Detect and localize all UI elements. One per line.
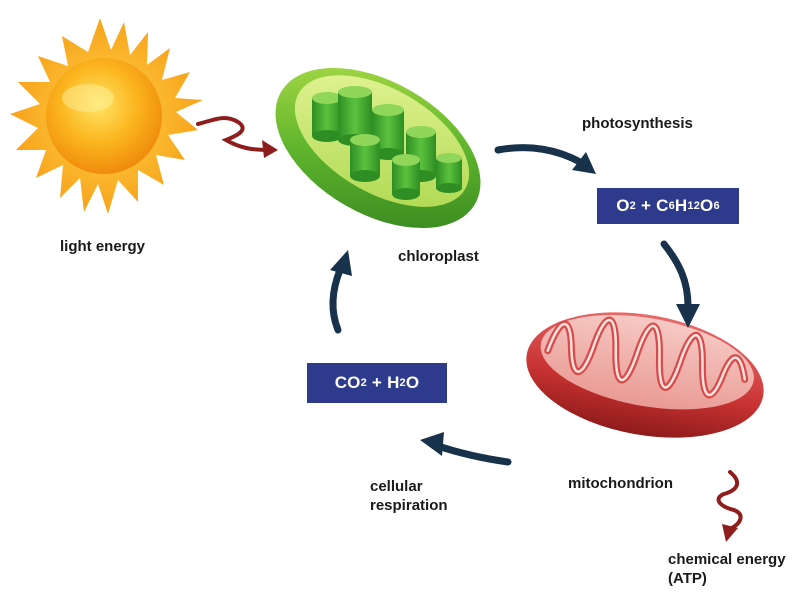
products-c: C xyxy=(656,196,669,215)
chloroplast-icon xyxy=(275,67,481,229)
products-o2: O xyxy=(700,196,714,215)
sun-icon xyxy=(10,18,203,214)
chemical-energy-line1: chemical energy xyxy=(668,551,786,568)
cellular-respiration-label: cellular respiration xyxy=(370,477,448,515)
chemical-energy-line2: (ATP) xyxy=(668,570,707,587)
mitochondrion-label: mitochondrion xyxy=(568,475,673,492)
reactants-co: CO xyxy=(334,373,361,392)
products-plus: + xyxy=(640,196,652,215)
chloroplast-label: chloroplast xyxy=(398,248,479,265)
photosynthesis-arrow xyxy=(494,144,596,174)
products-h: H xyxy=(674,196,688,215)
grana-stacks xyxy=(312,86,462,200)
products-to-mitochondrion-arrow xyxy=(660,240,700,328)
cellular-respiration-line1: cellular xyxy=(370,478,423,495)
reactants-h: H xyxy=(387,373,400,392)
light-energy-label: light energy xyxy=(60,238,146,255)
mitochondrion-icon xyxy=(526,312,764,438)
chemical-energy-arrow xyxy=(716,470,743,542)
light-energy-arrow xyxy=(196,116,278,158)
chemical-energy-label: chemical energy (ATP) xyxy=(668,550,786,588)
cellular-respiration-arrow xyxy=(420,432,512,466)
reactants-o: O xyxy=(405,373,420,392)
reactants-to-chloroplast-arrow xyxy=(329,250,352,334)
cellular-respiration-line2: respiration xyxy=(370,497,448,514)
products-o: O xyxy=(616,196,630,215)
photosynthesis-label: photosynthesis xyxy=(582,115,693,132)
reactants-plus: + xyxy=(371,373,383,392)
